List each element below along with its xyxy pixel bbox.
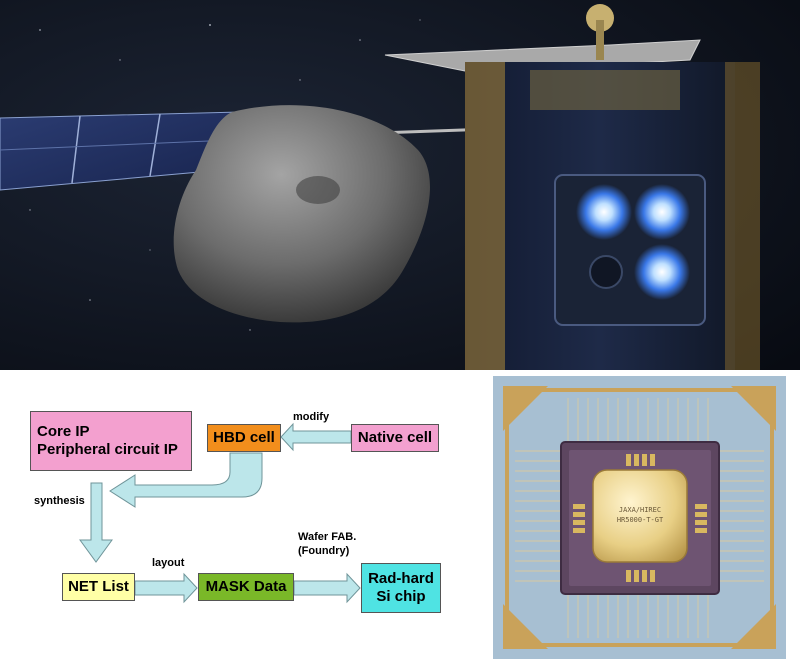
foundry-line: (Foundry): [298, 545, 350, 557]
layout-label: layout: [152, 557, 185, 569]
spacecraft: [384, 4, 760, 370]
native-cell-box: Native cell: [351, 424, 439, 452]
net-list-box: NET List: [62, 573, 135, 601]
wafer-fab-label: Wafer FAB. (Foundry): [298, 530, 356, 558]
synthesis-label: synthesis: [34, 495, 85, 507]
modify-label: modify: [293, 411, 330, 423]
core-ip-box: Core IP Peripheral circuit IP: [30, 411, 192, 471]
asteroid: [173, 105, 430, 323]
si-chip-label: Si chip: [376, 588, 426, 605]
net-list-label: NET List: [68, 578, 129, 595]
hbd-cell-label: HBD cell: [213, 429, 275, 446]
core-ip-label: Core IP: [37, 423, 90, 440]
synthesis-arrow: [79, 482, 113, 563]
wafer-fab-arrow: [293, 572, 361, 604]
spacecraft-asteroid-image: [0, 0, 800, 370]
rad-hard-chip-box: Rad-hard Si chip: [361, 563, 441, 613]
corner-tabs: [503, 386, 776, 649]
peripheral-ip-label: Peripheral circuit IP: [37, 441, 178, 458]
wafer-fab-line: Wafer FAB.: [298, 531, 357, 543]
native-cell-label: Native cell: [357, 429, 433, 446]
chip-marking-line-2: HR5000-T-GT: [617, 516, 664, 524]
chip-marking-line-1: JAXA/HIREC: [619, 506, 661, 514]
leads: [515, 398, 764, 638]
chip-package-photo: JAXA/HIREC HR5000-T-GT: [493, 376, 786, 659]
hbd-cell-box: HBD cell: [207, 424, 281, 452]
design-flow-diagram: Core IP Peripheral circuit IP HBD cell N…: [0, 370, 485, 670]
rad-hard-label: Rad-hard: [368, 570, 434, 587]
mask-data-label: MASK Data: [205, 578, 287, 595]
flow-arrows: [79, 422, 361, 604]
modify-arrow: [280, 422, 352, 452]
mask-data-box: MASK Data: [198, 573, 294, 601]
layout-arrow: [134, 572, 198, 604]
hbd-to-core-arrow: [109, 452, 263, 508]
